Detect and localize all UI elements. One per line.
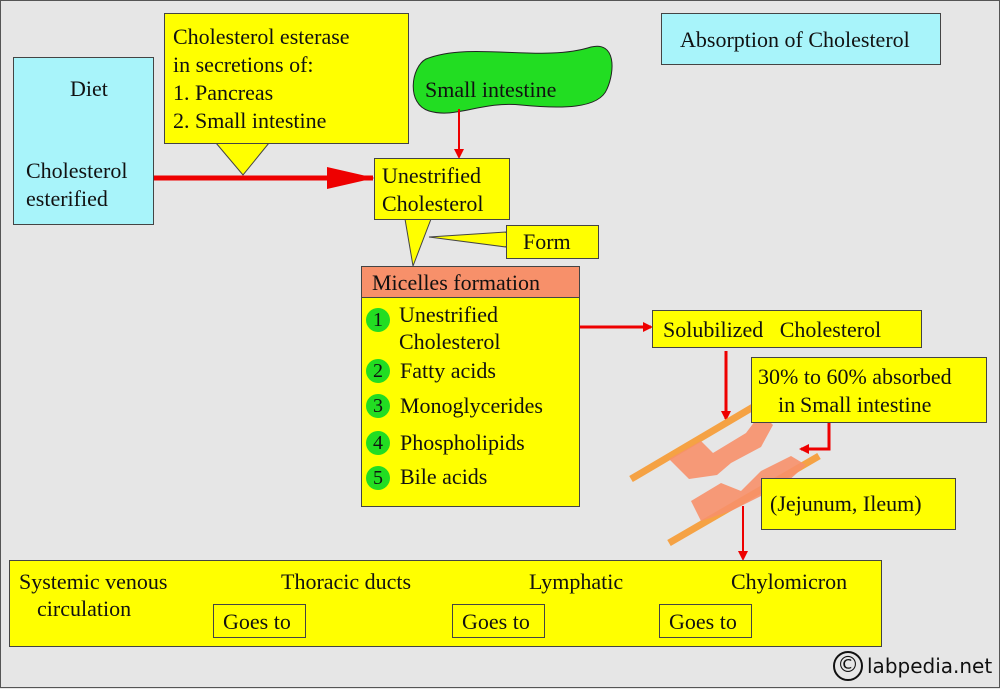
item-number-4: 4 [366,431,390,455]
page-title: Absorption of Cholesterol [680,27,910,52]
goes-to-label-1: Goes to [223,609,291,634]
item-number-3: 3 [366,394,390,418]
item-number-1: 1 [366,308,390,332]
form-label: Form [523,229,571,254]
absorbed-line2-prefix: in [778,392,796,417]
goes-to-box-1: Goes to [213,604,306,638]
micelles-header: Micelles formation [361,266,580,298]
micelle-item-5: Bile acids [400,464,488,489]
jejunum-label: (Jejunum, Ileum) [770,491,922,516]
esterified-line2: esterified [26,186,108,211]
watermark: © labpedia.net [833,651,992,683]
title-box: Absorption of Cholesterol [661,13,941,65]
unestrified-box: Unestrified Cholesterol [374,158,510,220]
goes-to-label-3: Goes to [669,609,737,634]
jejunum-box: (Jejunum, Ileum) [761,478,956,530]
unestrified-line2: Cholesterol [382,191,484,216]
micelle-item-1-line1: Unestrified [399,302,498,327]
goes-to-label-2: Goes to [462,609,530,634]
micelle-item-4: Phospholipids [400,430,525,455]
absorbed-box: 30% to 60% absorbed in Small intestine [751,357,987,423]
esterase-line1: Cholesterol esterase [173,24,350,49]
absorbed-line2-rest: Small intestine [800,392,932,417]
diet-label: Diet [70,76,108,101]
esterase-line3: 1. Pancreas [173,80,274,105]
micelle-item-2: Fatty acids [400,358,496,383]
solubilized-label: Solubilized Cholesterol [663,317,882,342]
micelles-list: 1 Unestrified Cholesterol 2 Fatty acids … [361,297,580,507]
form-callout-pointer [428,231,507,248]
membrane-cells [669,413,773,479]
micelle-item-3: Monoglycerides [400,393,543,418]
small-intestine-blob [412,45,613,114]
absorbed-line1: 30% to 60% absorbed [758,364,952,389]
form-callout: Form [506,225,599,259]
esterase-line2: in secretions of: [173,52,314,77]
esterase-callout-pointer [214,142,271,176]
small-intestine-label: Small intestine [425,77,557,102]
unestrified-callout-pointer [404,218,432,268]
thoracic-label: Thoracic ducts [281,569,412,594]
chylomicron-label: Chylomicron [731,569,848,594]
goes-to-box-2: Goes to [452,604,545,638]
goes-to-box-3: Goes to [659,604,752,638]
solubilized-box: Solubilized Cholesterol [652,310,922,348]
esterified-line1: Cholesterol [26,158,128,183]
unestrified-line1: Unestrified [382,163,481,188]
absorbed-bent-arrow [799,419,831,454]
esterase-callout: Cholesterol esterase in secretions of: 1… [164,13,409,144]
watermark-text: labpedia.net [867,654,993,678]
systemic-line1: Systemic venous [19,569,168,594]
item-number-5: 5 [366,466,390,490]
item-number-2: 2 [366,359,390,383]
micelle-item-1-line2: Cholesterol [399,329,501,354]
micelles-header-label: Micelles formation [372,270,541,295]
systemic-line2: circulation [37,596,132,621]
diet-box: Diet Cholesterol esterified [13,57,154,225]
lymphatic-label: Lymphatic [529,569,624,594]
copyright-icon: © [833,651,863,681]
esterase-line4: 2. Small intestine [173,108,327,133]
